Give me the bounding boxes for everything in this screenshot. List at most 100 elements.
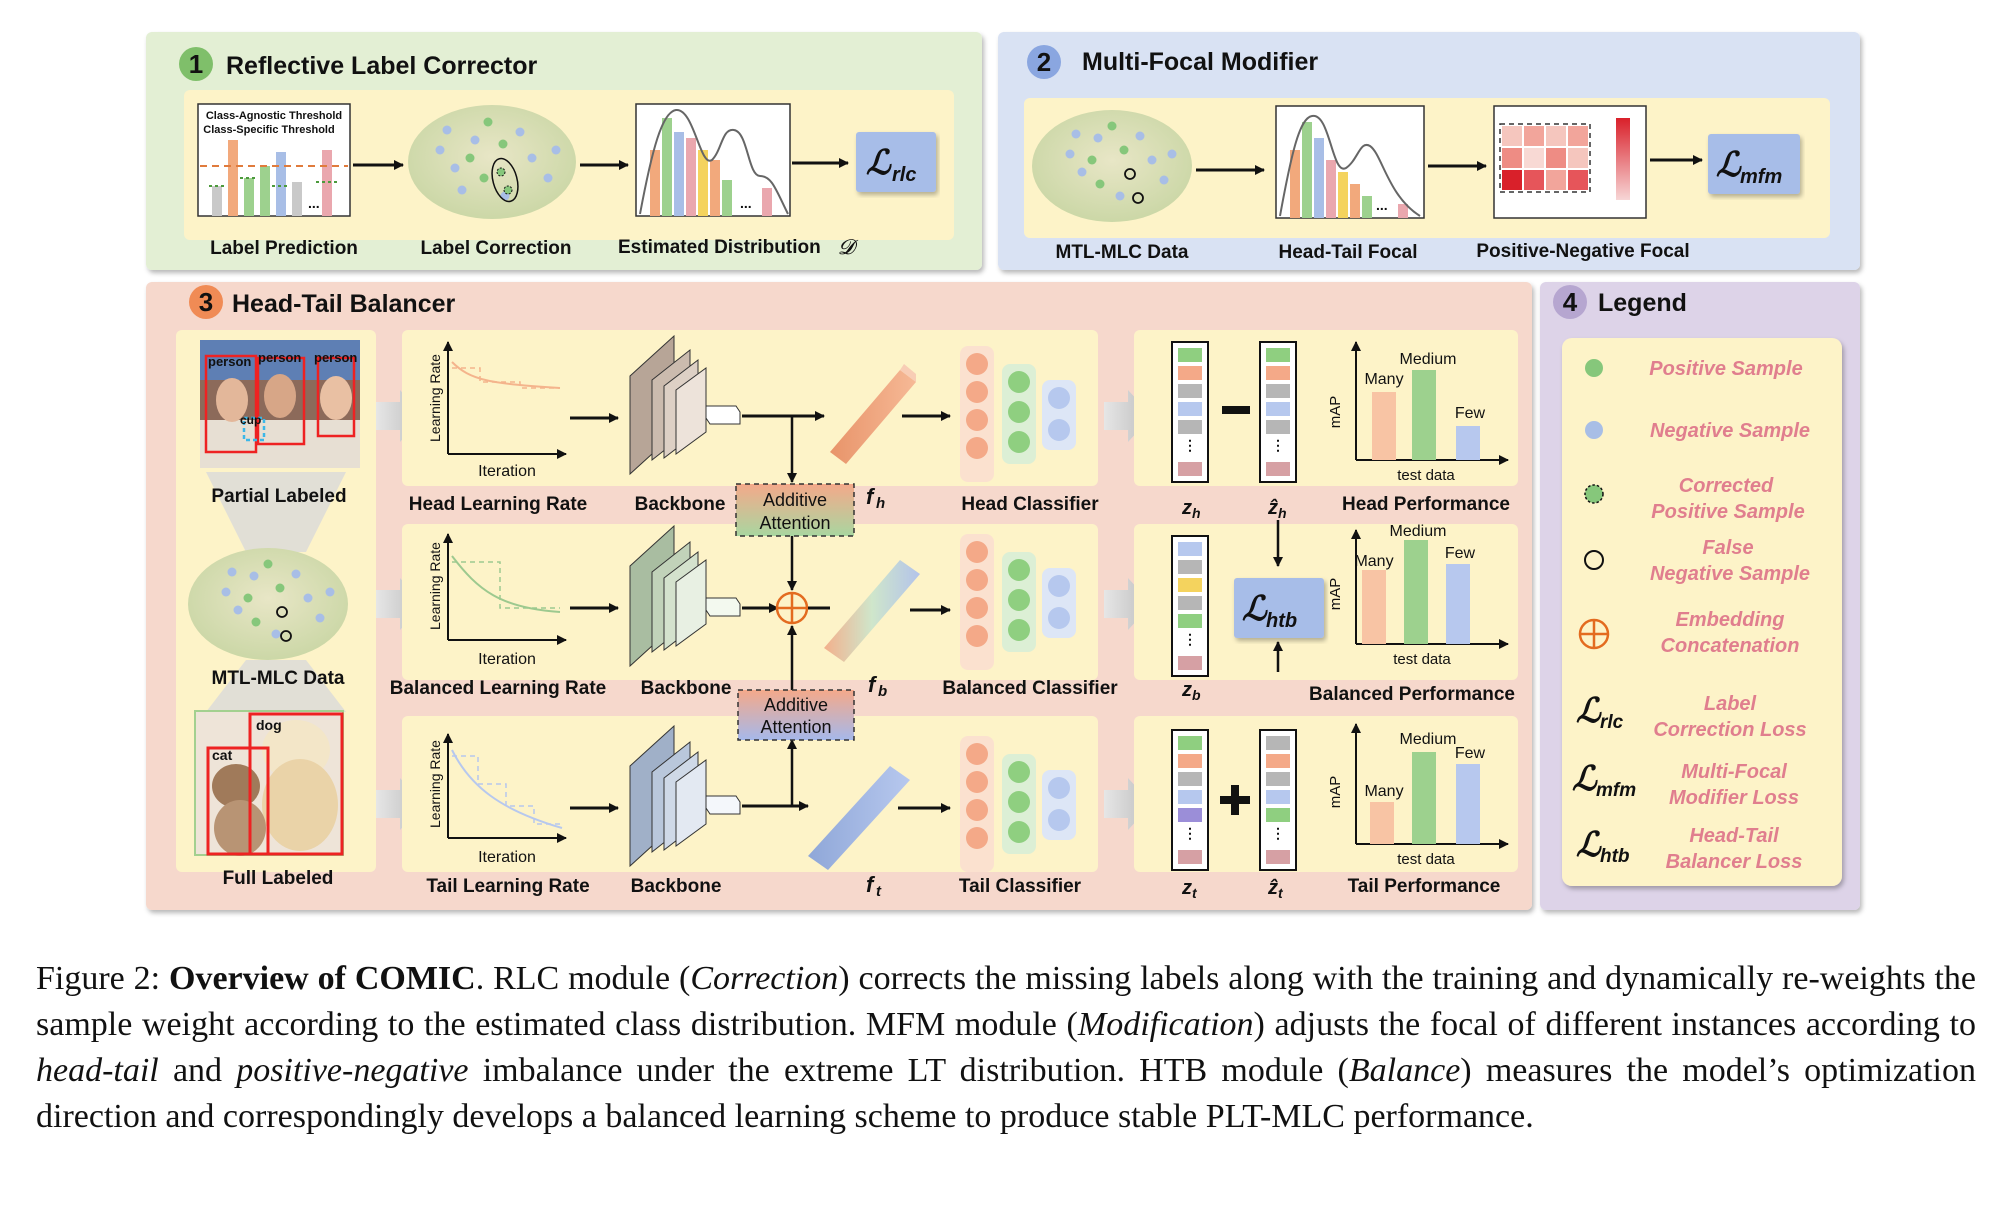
- svg-text:⋮: ⋮: [1183, 631, 1197, 647]
- fh-label: f h: [866, 484, 885, 512]
- legend-false-line2: Negative Sample: [1650, 563, 1810, 585]
- caption-part-4: and: [158, 1052, 237, 1089]
- caption-part-5: imbalance under the extreme LT distribut…: [468, 1052, 1349, 1089]
- head-lr-chart: Learning Rate Iteration: [427, 341, 567, 480]
- zh-hat-label: ẑ h: [1267, 497, 1287, 521]
- tail-lane: [402, 716, 1098, 872]
- distribution-symbol: 𝓓: [838, 236, 859, 259]
- svg-text:⋮: ⋮: [1271, 437, 1285, 453]
- legend-inner: [1562, 338, 1842, 886]
- zt-hat-label: ẑ t: [1267, 877, 1284, 901]
- zt-sub: t: [1192, 885, 1198, 901]
- figure-caption: Figure 2: Overview of COMIC. RLC module …: [36, 956, 1976, 1140]
- label-prediction-caption: Label Prediction: [210, 238, 358, 259]
- zt-hat-sub: t: [1278, 885, 1284, 901]
- legend-negative-label: Negative Sample: [1650, 420, 1810, 442]
- ft-main: f: [866, 872, 876, 897]
- tail-performance-chart: Many Medium Few mAP test data: [1327, 723, 1509, 868]
- balanced-testdata-label: test data: [1393, 651, 1451, 668]
- zh-hat-sub: h: [1278, 505, 1287, 521]
- zt-label: z t: [1181, 877, 1198, 901]
- balanced-lane: [402, 524, 1098, 680]
- minus-icon: [1222, 406, 1250, 414]
- class-specific-threshold-label: Class-Specific Threshold: [203, 124, 334, 136]
- htb-title: Head-Tail Balancer: [232, 290, 456, 318]
- zb-label: z b: [1181, 679, 1201, 703]
- head-map-label: mAP: [1327, 396, 1344, 429]
- loss-htb-sub: htb: [1266, 610, 1297, 632]
- zh-main: z: [1181, 497, 1192, 519]
- tail-medium-label: Medium: [1400, 731, 1457, 748]
- class-agnostic-threshold-label: Class-Agnostic Threshold: [206, 110, 342, 122]
- caption-title: Overview of COMIC: [169, 960, 476, 997]
- head-feature: [830, 364, 916, 464]
- img-label-person-3: person: [314, 350, 357, 365]
- zt-hat-main: ẑ: [1267, 877, 1278, 899]
- ft-sub: t: [876, 883, 882, 900]
- svg-text:ℒ: ℒ: [1576, 826, 1602, 864]
- tail-map-label: mAP: [1327, 776, 1344, 809]
- legend-number: 4: [1563, 287, 1578, 317]
- loss-htb-box: ℒ htb: [1234, 578, 1324, 638]
- attention-top-line2: Attention: [759, 513, 830, 533]
- fb-label: f b: [868, 672, 887, 700]
- balanced-few-label: Few: [1445, 545, 1476, 562]
- img-label-cup: cup: [240, 413, 261, 427]
- legend-rlc-line2: Correction Loss: [1653, 719, 1806, 741]
- head-tail-focal-caption: Head-Tail Focal: [1278, 242, 1417, 263]
- negative-sample-icon: [1585, 421, 1603, 439]
- mfm-data-cluster: [1032, 110, 1192, 222]
- svg-text:mfm: mfm: [1596, 780, 1636, 801]
- legend-embedding-line1: Embedding: [1676, 609, 1785, 631]
- tail-performance-caption: Tail Performance: [1348, 876, 1501, 897]
- zt-vector: ⋮: [1171, 729, 1209, 871]
- caption-italic-4: positive-negative: [236, 1052, 469, 1089]
- head-lr-xlabel: Iteration: [478, 463, 536, 480]
- img-label-person-2: person: [258, 350, 301, 365]
- head-classifier: [960, 346, 1076, 482]
- caption-part-3: ) adjusts the focal of different instanc…: [1253, 1006, 1977, 1043]
- svg-text:⋮: ⋮: [1183, 825, 1197, 841]
- head-classifier-caption: Head Classifier: [961, 494, 1099, 515]
- zh-hat-vector: ⋮: [1259, 341, 1297, 483]
- legend-mfm-line1: Multi-Focal: [1681, 761, 1787, 783]
- legend-corrected-line2: Positive Sample: [1651, 501, 1804, 523]
- loss-htb-legend-icon: ℒ htb: [1576, 826, 1630, 867]
- img-label-person-1: person: [208, 354, 251, 369]
- comic-overview-diagram: 1 Reflective Label Corrector Class-Agnos…: [146, 32, 1860, 910]
- svg-text:...: ...: [308, 195, 320, 211]
- funnel-top: [206, 472, 346, 552]
- fh-main: f: [866, 484, 876, 509]
- img-label-cat: cat: [212, 747, 233, 763]
- caption-italic-3: head-tail: [36, 1052, 159, 1089]
- htb-number-badge: [189, 285, 223, 319]
- balanced-many-label: Many: [1354, 553, 1393, 570]
- balanced-feature: [824, 560, 920, 662]
- svg-text:⋮: ⋮: [1183, 437, 1197, 453]
- legend-corrected-line1: Corrected: [1679, 475, 1774, 497]
- loss-mfm-sub: mfm: [1740, 166, 1782, 188]
- positive-sample-icon: [1585, 359, 1603, 377]
- rlc-number: 1: [189, 49, 203, 79]
- rlc-number-badge: [179, 47, 213, 81]
- mfm-number: 2: [1037, 47, 1051, 77]
- htb-data-cluster: [188, 548, 348, 660]
- head-backbone: [629, 334, 741, 476]
- legend-embedding-line2: Concatenation: [1661, 635, 1800, 657]
- tail-backbone: [629, 724, 741, 868]
- partial-labeled-image: person person person cup: [200, 340, 360, 468]
- balanced-performance-caption: Balanced Performance: [1309, 684, 1515, 705]
- loss-rlc-box: ℒ rlc: [856, 132, 936, 192]
- svg-text:...: ...: [1376, 197, 1388, 213]
- legend-htb-line1: Head-Tail: [1689, 825, 1779, 847]
- pos-neg-focal-caption: Positive-Negative Focal: [1476, 241, 1689, 262]
- legend-mfm-line2: Modifier Loss: [1669, 787, 1799, 809]
- svg-text:ℒ: ℒ: [1572, 760, 1598, 798]
- legend-positive-label: Positive Sample: [1649, 358, 1802, 380]
- positive-negative-focal-heatmap: [1493, 105, 1647, 219]
- attention-top-line1: Additive: [763, 490, 827, 510]
- head-performance-caption: Head Performance: [1342, 494, 1510, 515]
- head-performance-chart: Many Medium Few mAP test data: [1327, 341, 1509, 484]
- loss-mfm-box: ℒ mfm: [1708, 134, 1800, 194]
- head-lr-ylabel: Learning Rate: [427, 354, 443, 442]
